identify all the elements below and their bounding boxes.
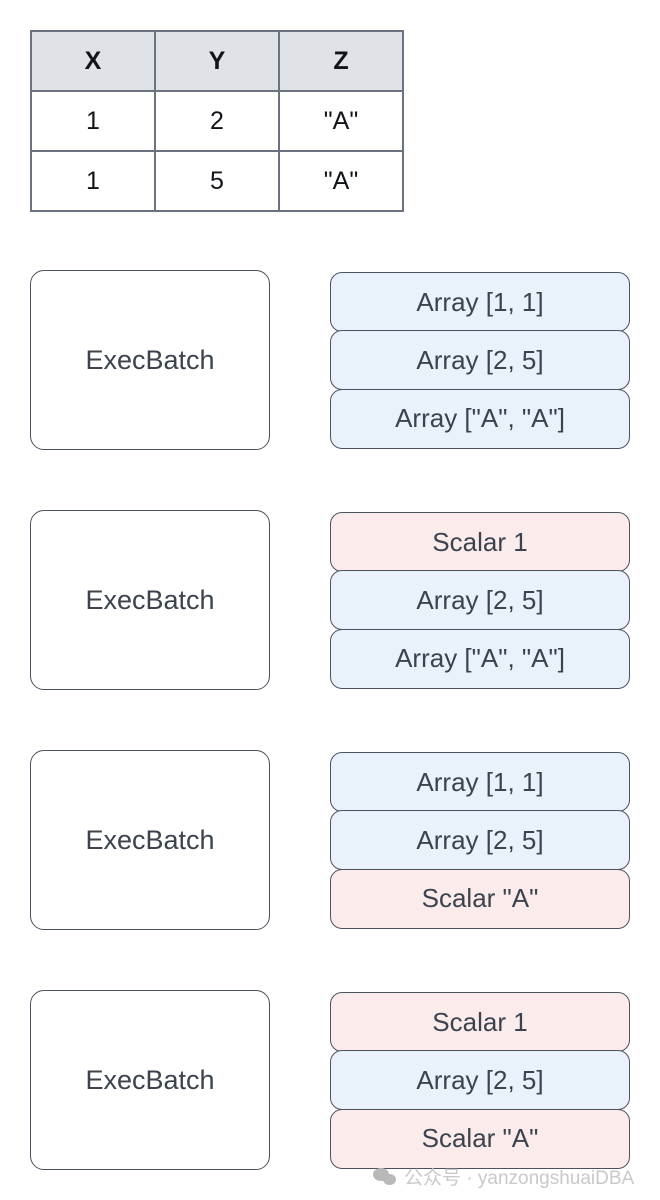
column-chip: Array ["A", "A"]: [330, 388, 630, 449]
wechat-icon: [373, 1167, 397, 1186]
table-header-cell-z: Z: [278, 30, 404, 92]
column-chip: Array [2, 5]: [330, 330, 630, 391]
exec-batch-box: ExecBatch: [30, 510, 270, 690]
column-chip: Scalar 1: [330, 512, 630, 572]
exec-batch-block: ExecBatch Array [1, 1] Array [2, 5] Scal…: [0, 750, 660, 930]
table-header-row: X Y Z: [30, 30, 404, 92]
column-chip-stack: Array [1, 1] Array [2, 5] Scalar "A": [330, 752, 630, 929]
column-chip: Array [2, 5]: [330, 570, 630, 631]
column-chip: Array [2, 5]: [330, 1050, 630, 1111]
column-chip: Scalar "A": [330, 1108, 630, 1169]
column-chip: Array [1, 1]: [330, 272, 630, 332]
source-data-table: X Y Z 1 2 "A" 1 5 "A": [30, 30, 404, 212]
table-cell: 5: [154, 150, 280, 212]
table-cell: "A": [278, 150, 404, 212]
exec-batch-box: ExecBatch: [30, 750, 270, 930]
column-chip: Scalar "A": [330, 868, 630, 929]
exec-batch-box: ExecBatch: [30, 270, 270, 450]
table-row: 1 2 "A": [30, 90, 404, 152]
table-cell: 2: [154, 90, 280, 152]
exec-batch-box: ExecBatch: [30, 990, 270, 1170]
exec-batch-block: ExecBatch Scalar 1 Array [2, 5] Array ["…: [0, 510, 660, 690]
column-chip-stack: Array [1, 1] Array [2, 5] Array ["A", "A…: [330, 272, 630, 449]
column-chip: Scalar 1: [330, 992, 630, 1052]
column-chip: Array [2, 5]: [330, 810, 630, 871]
column-chip: Array ["A", "A"]: [330, 628, 630, 689]
exec-batch-block: ExecBatch Array [1, 1] Array [2, 5] Arra…: [0, 270, 660, 450]
column-chip: Array [1, 1]: [330, 752, 630, 812]
exec-batch-block: ExecBatch Scalar 1 Array [2, 5] Scalar "…: [0, 990, 660, 1170]
table-cell: 1: [30, 90, 156, 152]
column-chip-stack: Scalar 1 Array [2, 5] Scalar "A": [330, 992, 630, 1169]
table-cell: 1: [30, 150, 156, 212]
table-cell: "A": [278, 90, 404, 152]
column-chip-stack: Scalar 1 Array [2, 5] Array ["A", "A"]: [330, 512, 630, 689]
table-header-cell-y: Y: [154, 30, 280, 92]
table-header-cell-x: X: [30, 30, 156, 92]
table-row: 1 5 "A": [30, 150, 404, 212]
